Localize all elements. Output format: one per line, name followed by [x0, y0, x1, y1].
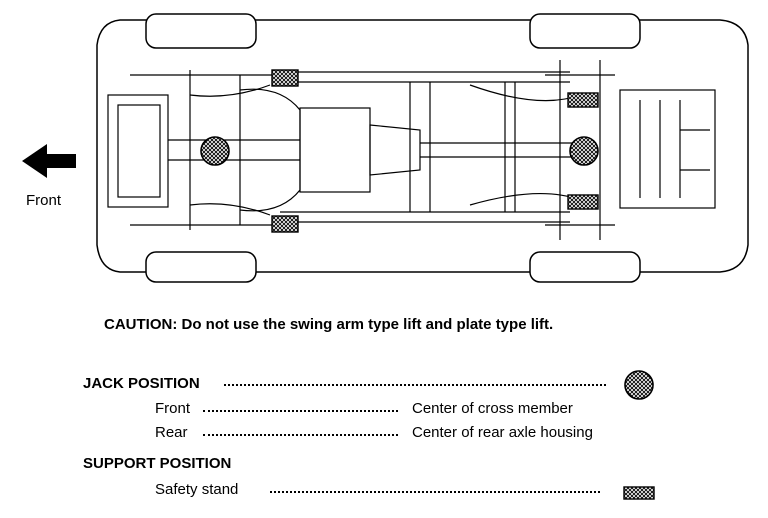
- vehicle-body-outline: [96, 19, 749, 273]
- jack-rear-label: Rear: [155, 424, 188, 441]
- jack-front-label: Front: [155, 400, 191, 417]
- support-point-rear-left: [567, 92, 599, 108]
- wheel-rear-left: [529, 13, 641, 49]
- front-direction-arrow-icon: [22, 144, 76, 178]
- jack-points: [200, 136, 599, 166]
- support-position-title: SUPPORT POSITION: [83, 455, 232, 472]
- wheel-rear-right: [529, 251, 641, 283]
- frame-rails: [107, 60, 716, 240]
- jack-front-description: Center of cross member: [412, 400, 573, 417]
- leader-dots: [203, 434, 398, 436]
- support-point-front-left: [271, 69, 299, 87]
- leader-dots: [224, 384, 606, 386]
- support-point-front-right: [271, 215, 299, 233]
- legend-support-symbol: [623, 486, 655, 500]
- caution-text: CAUTION: Do not use the swing arm type l…: [104, 316, 554, 333]
- leader-dots: [203, 410, 398, 412]
- legend-jack-symbol: [624, 370, 654, 400]
- support-point-rear-right: [567, 194, 599, 210]
- jack-point-front: [200, 136, 230, 166]
- jack-position-title: JACK POSITION: [83, 375, 200, 392]
- wheel-front-left: [145, 13, 257, 49]
- jack-point-rear: [569, 136, 599, 166]
- leader-dots: [270, 491, 600, 493]
- support-points: [271, 69, 599, 233]
- wheels: [145, 13, 641, 283]
- jack-rear-description: Center of rear axle housing: [412, 424, 593, 441]
- front-direction-label: Front: [26, 192, 62, 209]
- wheel-front-right: [145, 251, 257, 283]
- safety-stand-label: Safety stand: [155, 481, 239, 498]
